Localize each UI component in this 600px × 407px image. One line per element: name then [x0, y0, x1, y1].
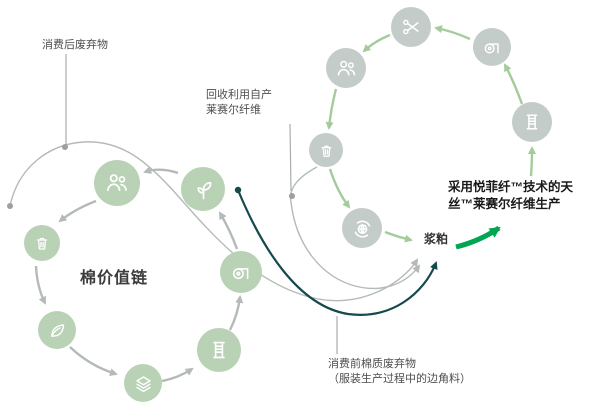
recycled-fiber-flow-curve: [289, 166, 421, 290]
arrow-leaf-to-layers: [69, 346, 118, 377]
trash-icon: [24, 225, 60, 261]
arrow-scissors-to-people: [362, 33, 391, 53]
pre-consumer-waste-label-line2: （服装生产过程中的边角料）: [328, 373, 471, 385]
arrow-layers-to-spool: [161, 367, 194, 383]
pre-consumer-start-dot: [234, 186, 242, 194]
arrow-spool-to-roll: [503, 63, 524, 105]
connector-lines: [65, 54, 338, 354]
arrow-roll-to-scissors: [434, 25, 471, 41]
recycle-fiber-label-line2: 莱赛尔纤维: [206, 104, 261, 116]
fabric-roll-icon: [473, 28, 511, 66]
people-icon: [326, 48, 366, 88]
recycle-fiber-label: 回收利用自产 莱赛尔纤维: [206, 88, 272, 118]
recycle-fiber-label-line1: 回收利用自产: [206, 89, 272, 101]
pre-consumer-flow-curve: [236, 189, 438, 316]
post-consumer-waste-label: 消费后废弃物: [42, 39, 108, 51]
production-label-line1: 采用悦菲纤™技术的天: [448, 180, 574, 194]
arrow-roll-to-sprout: [218, 211, 239, 250]
post-consumer-flow-curve: [9, 141, 419, 302]
people-icon: [94, 160, 140, 206]
right-cycle-arrows: [325, 25, 536, 243]
arrow-production-to-spool: [527, 146, 536, 177]
curve-start-dot: [7, 203, 13, 209]
arrow-trash-to-leaf: [34, 265, 47, 305]
connector-dots: [7, 144, 295, 209]
trash-icon: [309, 133, 343, 167]
cotton-value-chain-title: 棉价值链: [80, 270, 149, 287]
fabric-layers-icon: [124, 364, 162, 402]
scissors-icon: [391, 7, 431, 47]
arrow-globe-to-pulp: [384, 230, 413, 243]
recycle-fiber-connector: [289, 123, 292, 192]
pulp-label: 浆粕: [424, 232, 449, 246]
left-cycle-arrows: [34, 166, 244, 383]
pre-consumer-waste-label: 消费前棉质废弃物 （服装生产过程中的边角料）: [328, 357, 471, 387]
yarn-spool-icon: [512, 102, 552, 142]
arrow-trash-to-globe: [328, 168, 351, 209]
sprout-icon: [181, 167, 225, 211]
recycle-fiber-dot: [289, 193, 295, 199]
arrow-sprout-to-people: [143, 166, 179, 175]
fabric-roll-icon: [220, 251, 262, 293]
production-label-line2: 丝™莱赛尔纤维生产: [448, 197, 561, 211]
yarn-spool-icon: [197, 328, 241, 372]
pulp-to-production-arrow: [455, 225, 501, 250]
post-consumer-dot: [62, 144, 68, 150]
leaf-icon: [38, 311, 76, 349]
arrow-people-to-trash: [58, 199, 97, 223]
pre-consumer-waste-label-line1: 消费前棉质废弃物: [328, 358, 416, 370]
arrow-spool-to-roll: [228, 295, 244, 331]
recycle-globe-icon: [342, 208, 382, 248]
production-label: 采用悦菲纤™技术的天 丝™莱赛尔纤维生产: [448, 179, 573, 213]
arrow-people-to-trash: [325, 88, 338, 130]
